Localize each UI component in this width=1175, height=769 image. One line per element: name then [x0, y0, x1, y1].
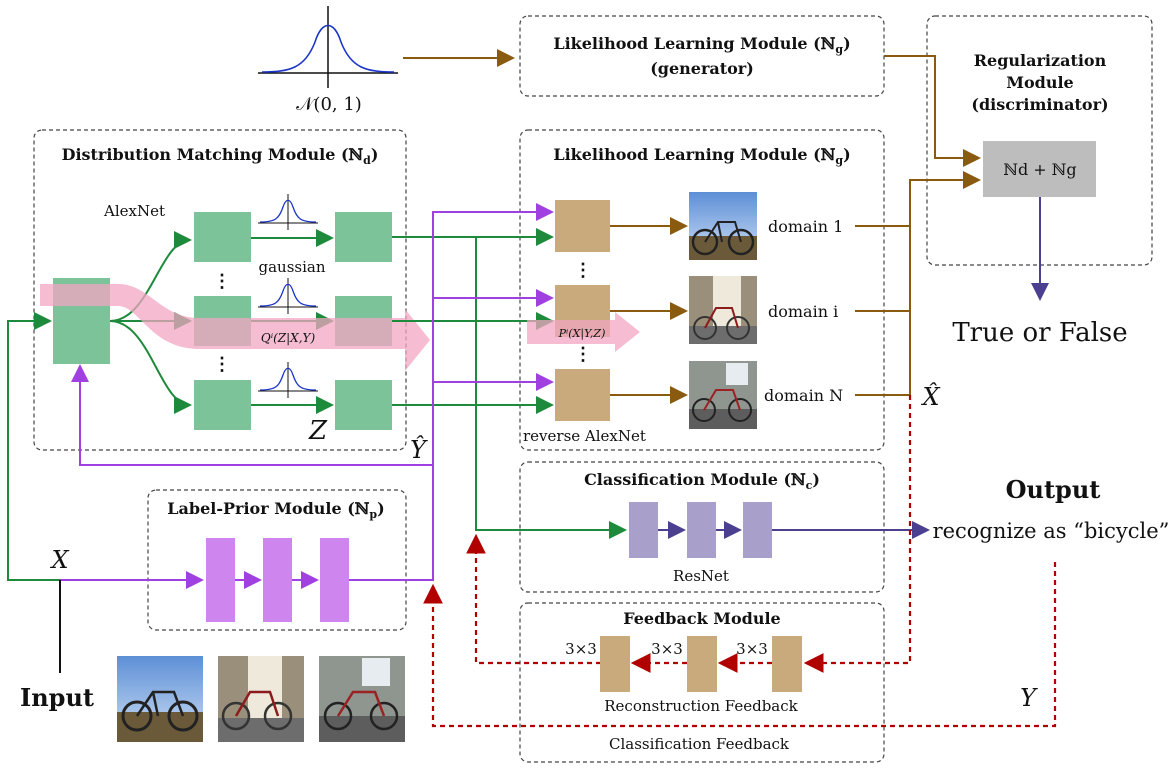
- yhat-to-encoder-arrow: [71, 364, 433, 466]
- gaussian-label: gaussian: [258, 258, 325, 276]
- input-image-2: [218, 656, 304, 742]
- branch-bottom-arrow: [109, 320, 192, 414]
- x-label: X: [49, 546, 69, 574]
- domain-n-label: domain N: [764, 386, 843, 405]
- domain-i-label: domain i: [768, 302, 838, 321]
- mu-block-n: [194, 380, 251, 430]
- branch-top-arrow: [109, 231, 192, 322]
- label-prior-box: [147, 489, 407, 631]
- regularization-line3: (discriminator): [971, 95, 1108, 114]
- feedback-title: Feedback Module: [623, 609, 780, 628]
- normal-distribution-plot: [258, 6, 398, 88]
- decoder-block-n: [555, 369, 610, 421]
- feedback-block-1: [600, 636, 630, 692]
- resnet-block-3: [743, 502, 772, 558]
- x-hat-label: X̂: [920, 383, 940, 411]
- kernel-label-2: 3×3: [651, 640, 683, 658]
- input-title: Input: [20, 683, 94, 712]
- distribution-matching-box: [33, 129, 407, 451]
- gaussian-icon-i: [258, 278, 318, 314]
- reverse-alexnet-label: reverse AlexNet: [523, 427, 646, 445]
- feedback-box: [519, 602, 885, 763]
- output-text: recognize as “bicycle”: [933, 519, 1170, 543]
- reconstruction-feedback-input-arrow: [803, 395, 912, 673]
- feedback-block-2: [687, 636, 717, 692]
- output-title: Output: [1006, 475, 1101, 504]
- domain-1-label: domain 1: [768, 217, 843, 236]
- likelihood-generator-title: Likelihood Learning Module (ℕg): [553, 34, 850, 56]
- generated-image-domain-n: [689, 361, 757, 429]
- true-or-false-label: True or False: [952, 318, 1127, 348]
- kernel-label-3: 3×3: [736, 640, 768, 658]
- label-prior-title: Label-Prior Module (ℕp): [167, 499, 384, 521]
- generated-image-domain-1: [689, 192, 757, 260]
- vdots-dist-top: ⋮: [213, 271, 231, 292]
- label-prior-block-1: [206, 538, 235, 622]
- discriminator-block: [983, 141, 1096, 197]
- likelihood-learning-box: [519, 129, 885, 451]
- gaussian-icon-1: [258, 194, 318, 230]
- yhat-to-decoder1-arrow: [349, 203, 554, 581]
- input-image-1: [117, 656, 203, 742]
- classification-feedback-arrow: [423, 562, 1057, 728]
- distribution-title: Distribution Matching Module (ℕd): [62, 145, 379, 167]
- z-to-classifier-arrow: [475, 237, 627, 539]
- vdots-lik-bottom: ⋮: [574, 344, 592, 365]
- gaussian-icon-n: [258, 362, 318, 398]
- resnet-block-2: [687, 502, 716, 558]
- regularization-line2: Module: [1006, 73, 1073, 92]
- vdots-dist-bottom: ⋮: [213, 354, 231, 375]
- classification-feedback-label: Classification Feedback: [609, 735, 790, 753]
- likelihood-generator-box: [519, 15, 885, 97]
- q-distribution-band: [40, 284, 430, 371]
- decoder-block-1: [555, 200, 610, 252]
- alexnet-label: AlexNet: [103, 202, 165, 220]
- regularization-line1: Regularization: [974, 51, 1107, 70]
- reconstruction-feedback-output-arrow: [466, 533, 628, 665]
- discriminator-block-label: ℕd + ℕg: [1003, 160, 1076, 179]
- resnet-block-1: [629, 502, 658, 558]
- generator-to-discriminator-arrow: [884, 55, 981, 167]
- label-prior-block-2: [263, 538, 292, 622]
- likelihood-generator-subtitle: (generator): [650, 59, 754, 78]
- kernel-label-1: 3×3: [565, 640, 597, 658]
- p-distribution-band: [527, 312, 640, 352]
- z-label: Z: [308, 416, 328, 446]
- z-block-1: [335, 212, 392, 262]
- q-label: Qⁱ(Z|X,Y): [261, 331, 316, 345]
- domain1-to-discriminator-arrow: [855, 171, 981, 227]
- y-label: Y: [1020, 684, 1038, 712]
- regularization-box: [926, 15, 1153, 266]
- generated-image-domain-i: [689, 276, 757, 344]
- likelihood-title: Likelihood Learning Module (ℕg): [553, 145, 850, 167]
- feedback-block-3: [772, 636, 802, 692]
- reconstruction-feedback-label: Reconstruction Feedback: [604, 697, 798, 715]
- vdots-lik-top: ⋮: [574, 260, 592, 281]
- classification-box: [519, 461, 885, 593]
- mu-block-1: [194, 212, 251, 262]
- label-prior-block-3: [320, 538, 349, 622]
- p-label: Pⁱ(X|Y,Z): [558, 327, 606, 341]
- noise-label: 𝒩(0, 1): [296, 94, 362, 115]
- input-image-3: [319, 656, 405, 742]
- z-block-n: [335, 380, 392, 430]
- input-to-encoder-arrow: [7, 312, 60, 581]
- y-hat-label: Ŷ: [410, 435, 428, 464]
- classification-title: Classification Module (ℕc): [584, 470, 820, 492]
- resnet-label: ResNet: [673, 567, 729, 585]
